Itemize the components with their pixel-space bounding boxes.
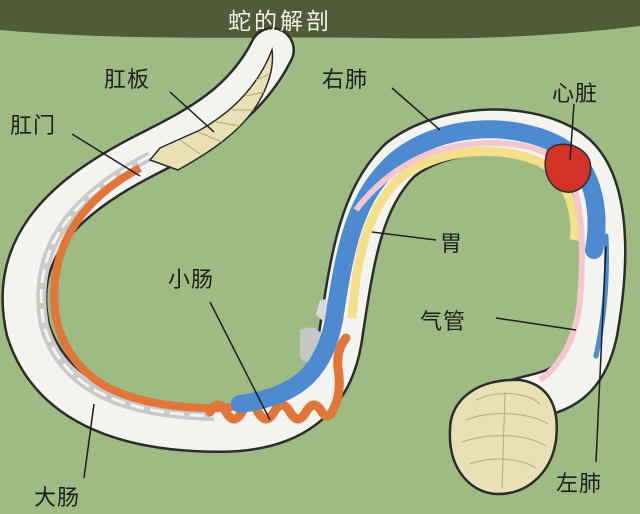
label-left-lung: 左肺 (556, 472, 603, 497)
head-scales (461, 391, 549, 489)
large-intestine-shape (50, 164, 275, 413)
small-intestine-shape (205, 333, 351, 424)
label-trachea: 气管 (420, 310, 467, 335)
label-heart: 心脏 (552, 82, 599, 107)
label-small-intestine: 小肠 (168, 268, 215, 293)
label-right-lung: 右肺 (322, 68, 369, 93)
label-large-intestine: 大肠 (34, 486, 81, 511)
label-anus: 肛门 (10, 114, 57, 139)
heart-shape (544, 143, 592, 193)
tail-scale-lines (179, 73, 271, 155)
leader-lines (71, 87, 607, 479)
body-membrane-inner (39, 154, 215, 418)
label-stomach: 胃 (440, 232, 464, 257)
diagram-title: 蛇的解剖 (228, 9, 332, 35)
label-cloaca-scale: 肛板 (104, 68, 151, 93)
ground-band (0, 0, 640, 39)
